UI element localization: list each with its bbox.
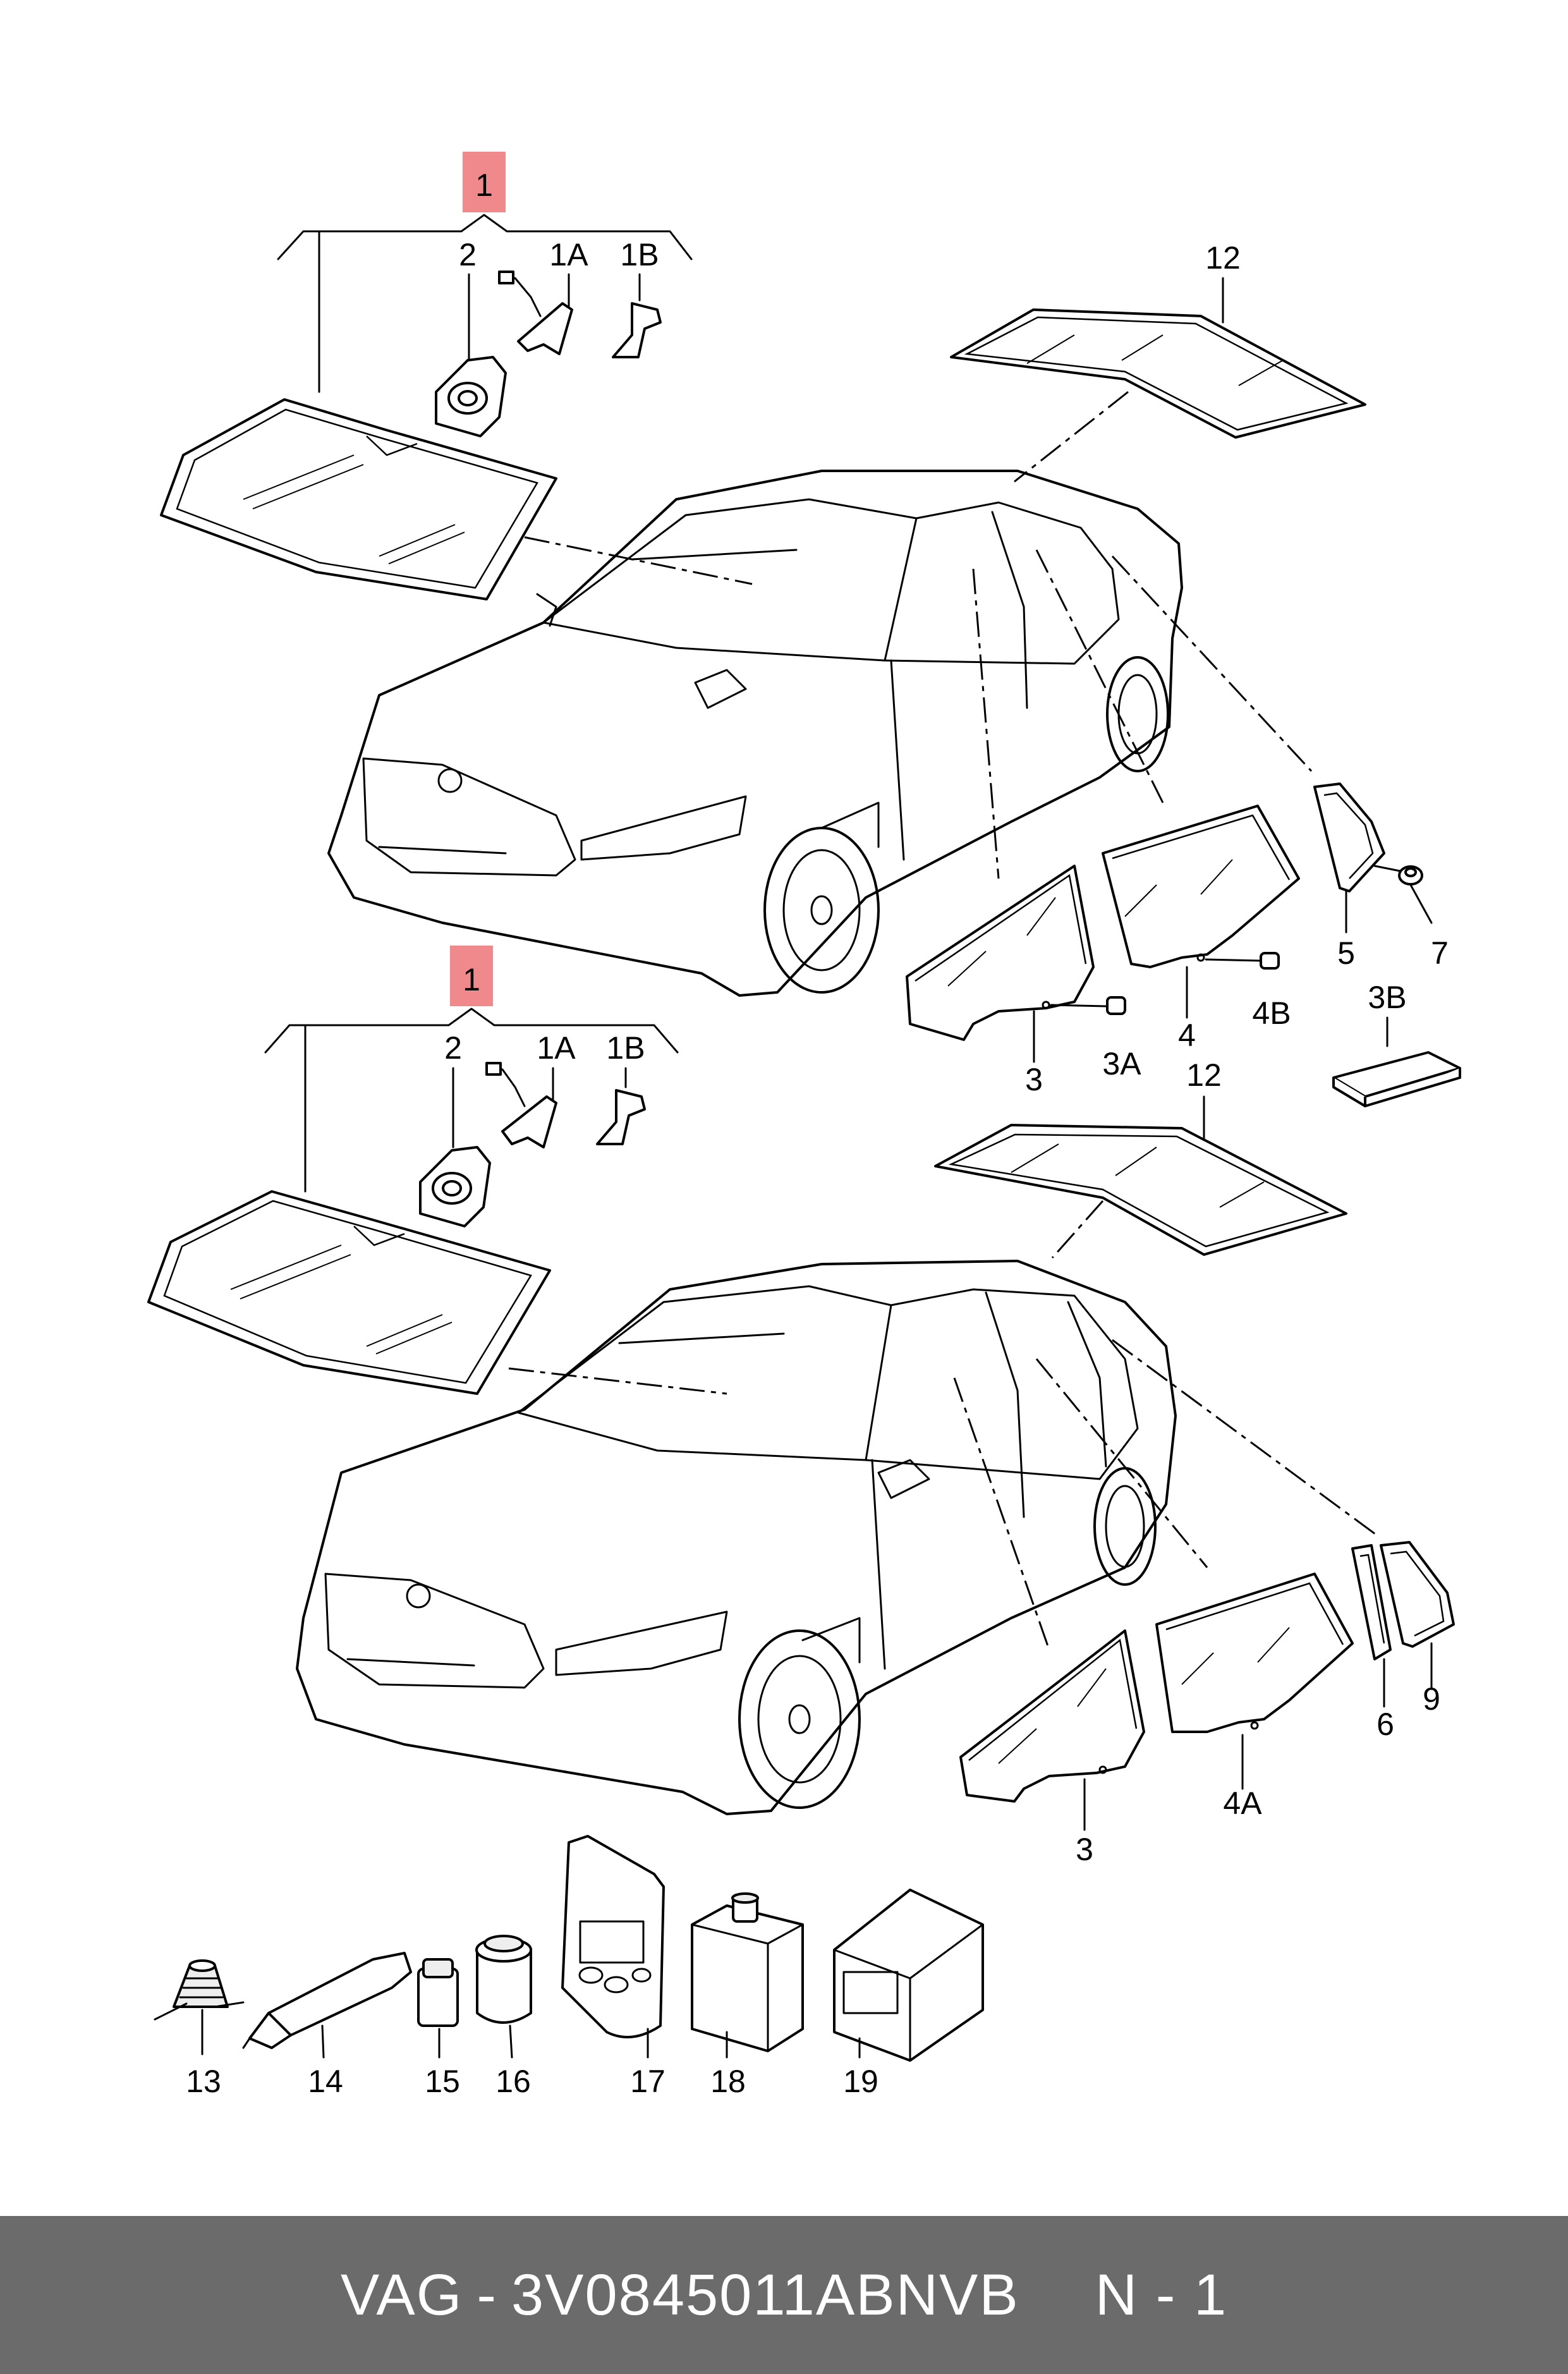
label-1a-top: 1A [549, 237, 588, 272]
label-14: 14 [308, 2064, 343, 2099]
rear-door-glass-bottom [1155, 1573, 1354, 1733]
label-4b-top: 4B [1252, 995, 1291, 1031]
accessory-17-pouch [561, 1835, 665, 2038]
label-1b-bottom: 1B [606, 1030, 645, 1066]
label-1a-bottom: 1A [537, 1030, 576, 1066]
callout-highlight-top [463, 152, 506, 212]
accessory-19-kit-box [833, 1889, 984, 2062]
front-door-glass-top [906, 865, 1095, 1041]
sensor-bracket-1a-bottom [485, 1062, 557, 1148]
label-1-top: 1 [475, 167, 493, 203]
label-12-bottom: 12 [1186, 1057, 1222, 1093]
sensor-bracket-1a-top [498, 271, 573, 355]
label-17: 17 [630, 2064, 665, 2099]
label-12-top: 12 [1205, 240, 1241, 276]
estate-outline-bottom [296, 1260, 1177, 1815]
quarter-glass-top [1313, 782, 1385, 892]
label-2-bottom: 2 [444, 1030, 462, 1066]
label-16: 16 [495, 2064, 531, 2099]
label-1-bottom: 1 [463, 962, 480, 997]
quarter-glass-9-bottom [1380, 1541, 1455, 1648]
label-3-bottom: 3 [1076, 1832, 1093, 1867]
clip-4b-top [1260, 952, 1280, 970]
label-3-top: 3 [1025, 1062, 1043, 1097]
label-6-bottom: 6 [1377, 1707, 1394, 1742]
footer-part-number: 3V0845011ABNVB [511, 2262, 1019, 2327]
windshield-bottom [147, 1190, 551, 1395]
adhesive-strip-3b [1332, 1051, 1461, 1107]
footer-separator: - [477, 2262, 497, 2327]
rear-window-bottom [934, 1124, 1347, 1256]
label-4a-bottom: 4A [1223, 1786, 1262, 1821]
label-1b-top: 1B [620, 237, 659, 272]
label-9-bottom: 9 [1423, 1681, 1440, 1717]
accessory-14-tube [242, 1952, 412, 2049]
footer-page: N - 1 [1095, 2262, 1228, 2327]
footer-bar: VAG - 3V0845011ABNVB N - 1 [0, 2216, 1568, 2374]
label-3b-top: 3B [1368, 980, 1406, 1015]
accessory-16-can [475, 1935, 532, 2024]
bracket-top [277, 214, 693, 260]
label-13: 13 [186, 2064, 221, 2099]
rain-sensor-top [435, 356, 507, 437]
label-18: 18 [710, 2064, 746, 2099]
clip-3a-top [1106, 996, 1126, 1015]
accessory-15-bottle [417, 1958, 459, 2027]
sensor-cover-1b-bottom [596, 1089, 646, 1145]
label-5-top: 5 [1337, 935, 1355, 971]
label-3a-top: 3A [1102, 1046, 1141, 1081]
bracket-bottom [264, 1007, 679, 1054]
label-7-top: 7 [1431, 935, 1449, 971]
rear-window-top [950, 308, 1366, 439]
callout-highlight-bottom [450, 946, 493, 1006]
label-2-top: 2 [459, 237, 477, 272]
sedan-outline-top [327, 470, 1183, 997]
accessory-18-bottle-box [691, 1892, 804, 2052]
rain-sensor-bottom [419, 1146, 491, 1227]
footer-brand: VAG [340, 2262, 463, 2327]
windshield-top [160, 398, 557, 600]
front-door-glass-bottom [959, 1629, 1145, 1803]
label-4-top: 4 [1178, 1018, 1196, 1053]
exploded-glass-diagram: 1 2 1A 1B 12 [147, 152, 1461, 2099]
quarter-glass-6-bottom [1351, 1544, 1392, 1660]
grommet-7-top [1398, 865, 1423, 886]
sensor-cover-1b-top [612, 302, 662, 358]
label-19: 19 [843, 2064, 878, 2099]
accessory-13-nozzle [154, 1959, 245, 2021]
rear-door-glass-top [1102, 805, 1300, 968]
label-15: 15 [425, 2064, 460, 2099]
